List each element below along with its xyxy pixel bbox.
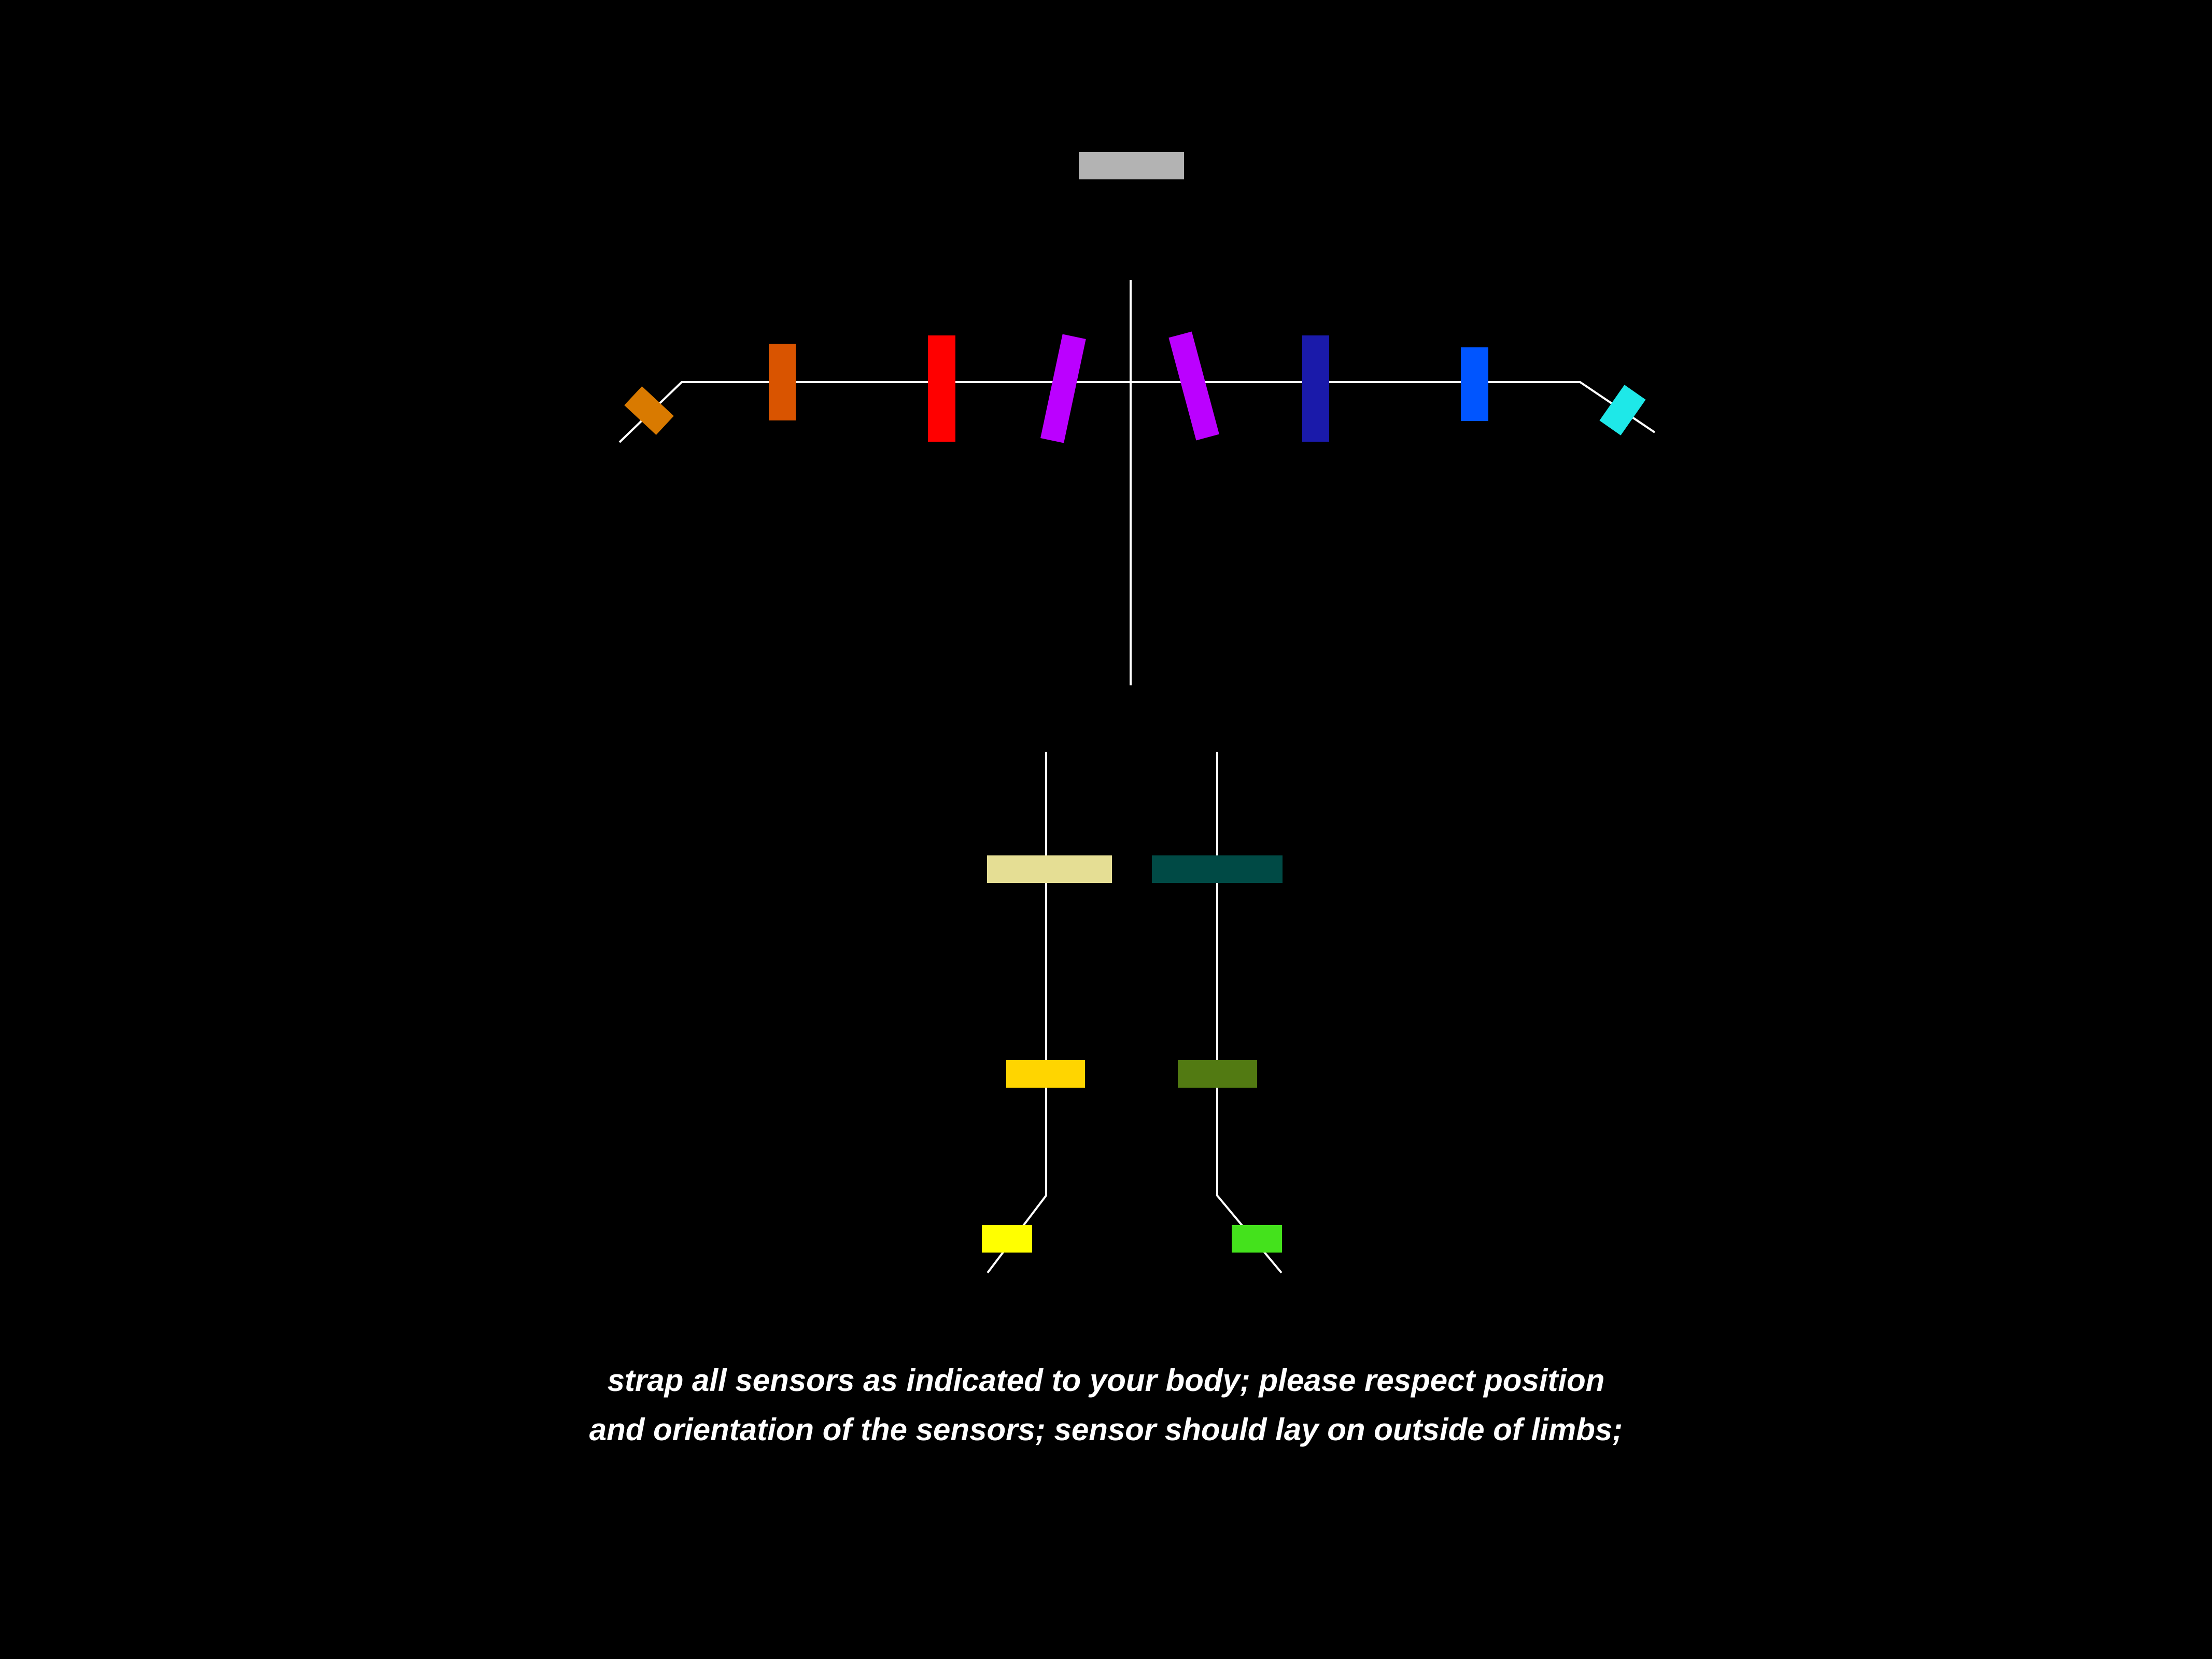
sensor-right-hand xyxy=(1599,385,1646,435)
instructions-line-2: and orientation of the sensors; sensor s… xyxy=(589,1412,1623,1447)
sensor-left-shoulder xyxy=(1040,334,1086,443)
sensor-right-thigh xyxy=(1152,855,1283,883)
instructions-text: strap all sensors as indicated to your b… xyxy=(0,1356,2212,1454)
sensor-right-upper-arm xyxy=(1302,335,1329,442)
sensor-head xyxy=(1079,152,1184,179)
sensor-left-hand xyxy=(624,386,674,435)
sensor-left-shin xyxy=(1006,1060,1085,1088)
sensor-right-shin xyxy=(1178,1060,1257,1088)
sensor-right-forearm xyxy=(1461,347,1488,421)
sensor-left-thigh xyxy=(987,855,1112,883)
sensor-left-foot xyxy=(982,1225,1032,1253)
sensor-right-foot xyxy=(1232,1225,1282,1253)
sensor-right-shoulder xyxy=(1168,331,1219,441)
instructions-line-1: strap all sensors as indicated to your b… xyxy=(607,1363,1605,1398)
sensor-left-forearm xyxy=(769,344,796,420)
sensors xyxy=(624,152,1646,1253)
sensor-left-upper-arm xyxy=(928,335,955,442)
